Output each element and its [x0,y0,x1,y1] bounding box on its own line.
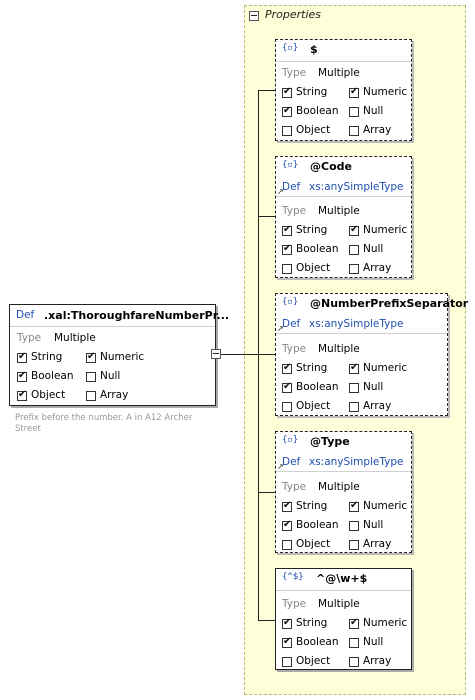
checkbox-icon[interactable] [17,351,27,363]
checkbox-icon[interactable] [282,243,292,255]
root-element-card[interactable]: Def .xal:ThoroughfareNumberPr... Type Mu… [9,304,229,406]
property-name: @Code [310,160,352,173]
checkbox-icon[interactable] [282,540,292,550]
checkbox-icon[interactable] [282,617,292,629]
property-name: @NumberPrefixSeparator [310,297,469,310]
checkbox-icon[interactable] [282,105,292,117]
reference-arrow-icon: ↗ [277,324,284,333]
checkbox-icon[interactable] [349,657,359,667]
object-type-icon: {▫} [282,435,299,445]
property-card[interactable]: {▫} $ Type Multiple String Numeric Boole… [275,39,412,141]
def-label: Def [282,456,301,468]
type-label: Type [282,598,307,610]
checkbox-icon[interactable] [349,617,359,629]
property-header: {▫} $ [276,40,411,62]
checkbox-icon[interactable] [349,362,359,374]
checkbox-icon[interactable] [282,362,292,374]
type-value: Multiple [318,67,360,79]
connector-branch [258,620,275,621]
checkbox-icon[interactable] [86,351,96,363]
connector-trunk [258,90,259,621]
type-value: Multiple [318,205,360,217]
checkbox-icon[interactable] [349,264,359,274]
connector-branch [258,90,275,91]
type-value: Multiple [318,598,360,610]
checkbox-icon[interactable] [349,224,359,236]
checkbox-icon[interactable] [349,126,359,136]
root-description: Prefix before the number. A in A12 Arche… [15,413,193,434]
def-type: xs:anySimpleType [309,181,404,193]
def-row: ↗ Def xs:anySimpleType [276,316,447,334]
root-header: Def .xal:ThoroughfareNumberPr... [10,305,229,327]
reference-arrow-icon: ↗ [277,187,284,196]
type-value: Multiple [54,332,96,344]
pattern-property-card[interactable]: {^$} ^@\w+$ Type Multiple String Numeric… [275,568,412,670]
root-name: .xal:ThoroughfareNumberPr... [44,309,230,322]
type-label: Type [282,343,307,355]
type-label: Type [282,205,307,217]
property-name: ^@\w+$ [316,572,368,585]
property-card[interactable]: {▫} @Type ↗ Def xs:anySimpleType Type Mu… [275,431,412,553]
checkbox-icon[interactable] [349,86,359,98]
checkbox-icon[interactable] [282,264,292,274]
property-name: @Type [310,435,350,448]
checkbox-icon[interactable] [349,383,359,393]
checkbox-icon[interactable] [86,372,96,382]
checkbox-icon[interactable] [349,638,359,648]
checkbox-icon[interactable] [349,521,359,531]
pattern-type-icon: {^$} [282,572,304,582]
object-type-icon: {▫} [282,43,299,53]
property-card[interactable]: {▫} @NumberPrefixSeparator ↗ Def xs:anyS… [275,293,468,416]
connector-branch [258,492,275,493]
type-label: Type [282,67,307,79]
type-value: Multiple [318,343,360,355]
object-type-icon: {▫} [282,160,299,170]
connector-line [216,354,258,355]
checkbox-icon[interactable] [17,370,27,382]
connector-branch [258,354,275,355]
object-type-icon: {▫} [282,297,299,307]
checkbox-icon[interactable] [282,519,292,531]
def-label: Def [282,181,301,193]
def-label: Def [282,318,301,330]
property-name: $ [310,43,318,56]
property-header: {▫} @Type [276,432,411,454]
property-card[interactable]: {▫} @Code ↗ Def xs:anySimpleType Type Mu… [275,156,412,278]
type-value: Multiple [318,481,360,493]
def-row: ↗ Def xs:anySimpleType [276,179,411,197]
checkbox-icon[interactable] [349,540,359,550]
collapse-toggle-icon[interactable] [211,349,221,359]
checkbox-icon[interactable] [349,500,359,512]
reference-arrow-icon: ↗ [277,462,284,471]
checkbox-icon[interactable] [282,402,292,412]
checkbox-icon[interactable] [282,500,292,512]
checkbox-icon[interactable] [282,86,292,98]
properties-title: Properties [265,8,322,21]
checkbox-icon[interactable] [349,107,359,117]
property-header: {^$} ^@\w+$ [276,569,411,591]
type-label: Type [17,332,42,344]
def-type: xs:anySimpleType [309,318,404,330]
checkbox-icon[interactable] [86,391,96,401]
def-type: xs:anySimpleType [309,456,404,468]
property-header: {▫} @NumberPrefixSeparator [276,294,468,316]
property-header: {▫} @Code [276,157,411,179]
checkbox-icon[interactable] [282,381,292,393]
connector-branch [258,216,275,217]
checkbox-icon[interactable] [282,224,292,236]
checkbox-icon[interactable] [17,389,27,401]
checkbox-icon[interactable] [282,636,292,648]
def-row: ↗ Def xs:anySimpleType [276,454,411,472]
checkbox-icon[interactable] [349,402,359,412]
checkbox-icon[interactable] [282,126,292,136]
def-label: Def [16,309,35,321]
checkbox-icon[interactable] [349,245,359,255]
type-label: Type [282,481,307,493]
checkbox-icon[interactable] [282,657,292,667]
collapse-toggle-icon[interactable] [249,11,259,21]
